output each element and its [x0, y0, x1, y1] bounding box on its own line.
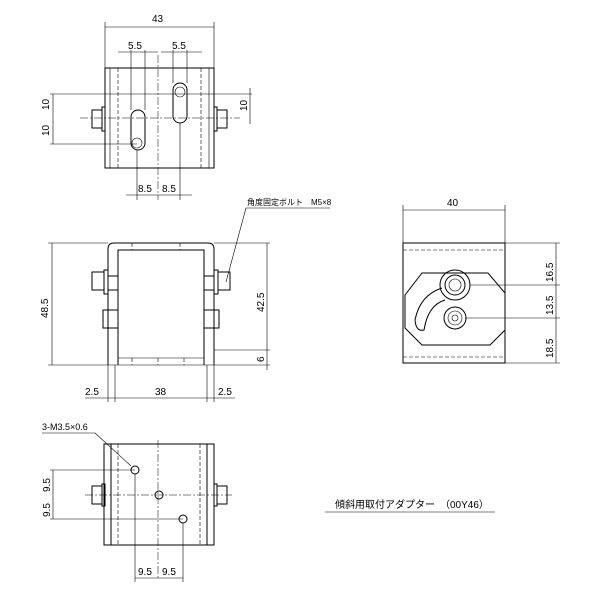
dim-right-upper: 42.5	[256, 292, 267, 312]
dim-slot-left: 5.5	[128, 41, 142, 52]
dim-43: 43	[152, 14, 164, 25]
dim-bottom-right: 2.5	[218, 387, 232, 398]
callout-tap: 3-M3.5×0.6	[42, 422, 88, 432]
dim-bottom-right: 9.5	[162, 567, 176, 578]
front-view: 48.5 42.5 6 2.5 38 2.5 角度固定ボルト M5×8	[40, 197, 332, 402]
slot-right	[172, 82, 188, 124]
bolt-right	[216, 109, 228, 129]
dim-bottom-left: 8.5	[138, 184, 152, 195]
dim-left-upper: 10	[41, 98, 52, 110]
dim-height: 48.5	[40, 298, 51, 318]
bolt-left	[91, 109, 103, 129]
dim-mid: 13.5	[545, 295, 556, 315]
dim-left-lower: 9.5	[42, 503, 53, 517]
dim-width: 40	[447, 198, 459, 209]
callout-bolt: 角度固定ボルト M5×8	[247, 197, 332, 207]
dim-right: 10	[239, 99, 250, 111]
dim-bottom-mid: 38	[155, 387, 167, 398]
dim-bottom-left: 2.5	[85, 387, 99, 398]
slot-left	[130, 109, 146, 151]
dim-bottom-right: 8.5	[162, 184, 176, 195]
dim-upper: 16.5	[545, 262, 556, 282]
dim-bottom-left: 9.5	[138, 567, 152, 578]
side-view: 40 16.5 13.5 18.5	[402, 198, 560, 364]
dim-left-lower: 10	[41, 124, 52, 136]
bottom-view: 9.5 9.5 9.5 9.5 3-M3.5×0.6	[42, 422, 232, 582]
tap-hole	[154, 490, 164, 500]
top-view: 43 5.5 5.5 10 10 10 8.5 8.5	[41, 14, 252, 200]
dim-left-upper: 9.5	[42, 478, 53, 492]
drawing-title: 傾斜用取付アダプター （00Y46）	[335, 498, 489, 511]
dim-lower: 18.5	[545, 338, 556, 358]
dim-slot-right: 5.5	[172, 41, 186, 52]
dim-right-lower: 6	[256, 356, 267, 362]
